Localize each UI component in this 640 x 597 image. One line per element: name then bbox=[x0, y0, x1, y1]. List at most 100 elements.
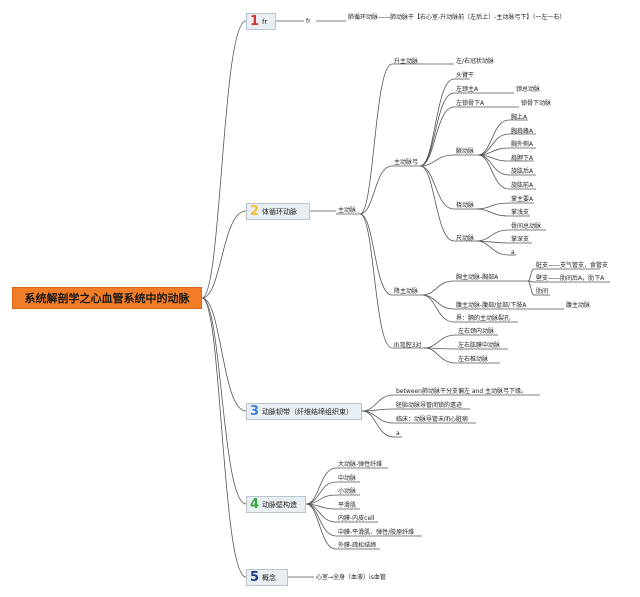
section-1-child[interactable]: fr bbox=[306, 18, 311, 25]
aortic-hiatus-boundary[interactable]: 界：膈的主动脉裂孔 bbox=[456, 315, 511, 322]
radial-branch[interactable]: 掌浅支 bbox=[511, 209, 530, 216]
ulnar-branch[interactable]: 掌深支 bbox=[511, 236, 530, 243]
section-5-number: 5 bbox=[250, 570, 260, 585]
ligament-item[interactable]: 临床：动脉导管未闭心脏病 bbox=[396, 416, 469, 423]
section-4-label: 动脉壁构造 bbox=[262, 500, 298, 509]
coronary-arteries[interactable]: 左/右冠状动脉 bbox=[456, 58, 495, 65]
aorta-branches bbox=[359, 213, 393, 296]
desc-branches bbox=[421, 294, 455, 310]
wall-item[interactable]: 外膜-疏松结缔 bbox=[338, 542, 377, 549]
thoracic-branch[interactable]: 脏支——支气管支，食管支 bbox=[536, 262, 609, 269]
axillary-branches bbox=[477, 154, 510, 190]
wall-item[interactable]: 内膜-内皮cell bbox=[338, 515, 375, 522]
axillary-branch[interactable]: 旋肱后A bbox=[511, 168, 534, 175]
thoracic-aorta[interactable]: 胸主动脉-胸部A bbox=[456, 274, 499, 281]
ligament-item[interactable]: 胚胎动脉导管闭锁的遗迹 bbox=[396, 402, 463, 409]
s3-branches bbox=[361, 410, 395, 424]
section-3-label: 动脉韧带（纤维结缔组织束） bbox=[262, 407, 354, 416]
ulnar-branches bbox=[475, 240, 510, 256]
section-4-number: 4 bbox=[250, 497, 260, 512]
brachiocephalic-trunk[interactable]: 头臂干 bbox=[456, 72, 475, 79]
common-carotid[interactable]: 颈总动脉 bbox=[516, 86, 541, 93]
arch-branches bbox=[419, 165, 455, 210]
axillary-branches bbox=[477, 133, 510, 156]
aorta-branches bbox=[359, 165, 393, 215]
s4-branches bbox=[305, 503, 337, 550]
pulmonary-artery-desc[interactable]: 肺循环动脉——肺动脉干【右心室-升动脉前（左后上）-主动脉弓下】（一左一右） bbox=[348, 14, 566, 21]
three-pairs[interactable]: Ih弯腔3对 bbox=[394, 342, 422, 349]
abdominal-aorta-child[interactable]: 腹主动脉 bbox=[566, 302, 591, 309]
subclavian-artery[interactable]: 锁骨下动脉 bbox=[521, 100, 552, 107]
section-3-node[interactable]: 3 动脉韧带（纤维结缔组织束） bbox=[246, 403, 362, 420]
arch-branches bbox=[419, 106, 455, 167]
section-2-label: 体循环动脉 bbox=[262, 207, 298, 216]
desc-branches bbox=[421, 294, 455, 323]
root-to-section-3 bbox=[201, 297, 247, 412]
three-pairs-branches bbox=[423, 334, 457, 349]
desc-branches bbox=[421, 280, 455, 296]
section-3-number: 3 bbox=[250, 404, 260, 419]
axillary-branch[interactable]: 胸肩峰A bbox=[511, 128, 534, 135]
section-5-node[interactable]: 5 概念 bbox=[246, 569, 288, 586]
s3-branches bbox=[361, 410, 395, 438]
ascending-aorta[interactable]: 升主动脉 bbox=[394, 58, 419, 65]
thoracic-branch[interactable]: 壁支——肋间后A，肋下A bbox=[536, 275, 605, 282]
root-to-section-1 bbox=[201, 20, 247, 299]
root-to-section-4 bbox=[201, 297, 247, 505]
wall-item[interactable]: 中动脉 bbox=[338, 475, 357, 482]
radial-branches bbox=[475, 202, 510, 210]
left-common-carotid[interactable]: 左颈主A bbox=[456, 86, 479, 93]
section-2-number: 2 bbox=[250, 204, 260, 219]
axillary-branch[interactable]: 胸外侧A bbox=[511, 141, 534, 148]
wall-item[interactable]: 小动脉 bbox=[338, 488, 357, 495]
aorta-branches bbox=[359, 63, 393, 215]
three-pairs-item[interactable]: 左右椎动脉 bbox=[458, 356, 489, 363]
ulnar-mark[interactable]: a bbox=[511, 249, 515, 256]
wall-item[interactable]: 中膜-平滑肌、弹性/胶原纤维 bbox=[338, 529, 415, 536]
section-5-label: 概念 bbox=[262, 573, 277, 582]
thoracic-branches bbox=[527, 268, 535, 282]
axillary-branches bbox=[477, 119, 510, 156]
three-pairs-item[interactable]: 左右肱膜中动脉 bbox=[458, 342, 501, 349]
ulnar-artery[interactable]: 尺动脉 bbox=[456, 235, 475, 242]
axillary-branch[interactable]: 胸上A bbox=[511, 114, 528, 121]
radial-branches bbox=[475, 208, 510, 217]
root-to-section-5 bbox=[201, 297, 247, 578]
ligament-item[interactable]: between肺动脉干分支偏左 and 主动脉弓下缘。 bbox=[396, 388, 528, 395]
three-pairs-item[interactable]: 左右颈内动脉 bbox=[458, 328, 495, 335]
radial-branch[interactable]: 掌主要A bbox=[511, 196, 534, 203]
thoracic-branches bbox=[527, 280, 535, 296]
thoracic-branch[interactable]: 肋间 bbox=[536, 288, 549, 295]
section-1-label: fr bbox=[262, 17, 268, 26]
aorta-branches bbox=[359, 213, 393, 349]
section-4-node[interactable]: 4 动脉壁构造 bbox=[246, 496, 306, 513]
aortic-arch[interactable]: 主动脉弓 bbox=[394, 159, 419, 166]
root-to-section-2 bbox=[201, 210, 247, 299]
arch-branches bbox=[419, 165, 455, 242]
axillary-artery[interactable]: 腋动脉 bbox=[456, 148, 475, 155]
three-pairs-branches bbox=[423, 347, 457, 364]
concept-desc[interactable]: 心室→全身（血液）is血管 bbox=[316, 574, 386, 581]
ligament-item[interactable]: a bbox=[396, 430, 400, 437]
section-2-node[interactable]: 2 体循环动脉 bbox=[246, 203, 310, 220]
ulnar-branch[interactable]: 骨间总动脉 bbox=[511, 223, 542, 230]
axillary-branch[interactable]: 肩胛下A bbox=[511, 155, 534, 162]
section-1-node[interactable]: 1 fr bbox=[246, 13, 276, 30]
radial-artery[interactable]: 桡动脉 bbox=[456, 202, 475, 209]
ulnar-branches bbox=[475, 229, 510, 242]
axillary-branch[interactable]: 旋肱前A bbox=[511, 182, 534, 189]
abdominal-aorta[interactable]: 腹主动脉-腹部/盆部/下肢A bbox=[456, 302, 527, 309]
arch-branches bbox=[419, 92, 455, 167]
arch-branches bbox=[419, 78, 455, 167]
s3-branches bbox=[361, 394, 395, 412]
arch-branches bbox=[419, 154, 455, 167]
wall-item[interactable]: 平滑肌 bbox=[338, 502, 357, 509]
left-subclavian[interactable]: 左锁骨下A bbox=[456, 100, 485, 107]
descending-aorta[interactable]: 降主动脉 bbox=[394, 288, 419, 295]
s4-branches bbox=[305, 467, 337, 505]
section-1-number: 1 bbox=[250, 14, 260, 29]
root-topic[interactable]: 系统解剖学之心血管系统中的动脉 bbox=[12, 287, 202, 309]
wall-item[interactable]: 大动脉-弹性纤维 bbox=[338, 461, 383, 468]
s4-branches bbox=[305, 481, 337, 505]
aorta[interactable]: 主动脉 bbox=[338, 207, 357, 214]
